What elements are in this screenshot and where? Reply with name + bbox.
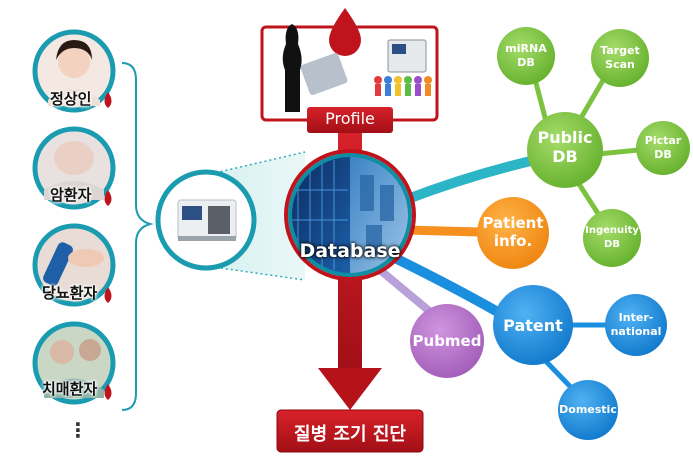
patient-label-cancer: 암환자: [50, 186, 92, 204]
patient-info-node: [477, 197, 549, 269]
patient-circle-dementia: [32, 321, 116, 405]
international-node: [605, 294, 667, 356]
blood-drop-icon: [104, 384, 112, 400]
diagnosis-box: [276, 409, 424, 453]
blood-drop-icon: [329, 8, 361, 56]
patent-label: Patent: [503, 316, 563, 335]
international-label-line1: Inter-: [618, 311, 654, 324]
people-figures-icon: [374, 76, 432, 96]
patient-circle-cancer: [32, 126, 116, 210]
patent-node: [493, 285, 573, 365]
patient-info-label-line1: Patient: [482, 214, 544, 232]
blood-drop-icon: [104, 92, 112, 108]
patient-label-dementia: 치매환자: [42, 380, 98, 398]
more-indicator: ⋮: [68, 418, 88, 442]
mirna-db-label-line1: miRNA: [505, 42, 547, 55]
flow-arrow-head: [318, 368, 382, 410]
blood-drop-icon: [104, 287, 112, 303]
international-label-line2: national: [610, 325, 662, 338]
mirna-db-label-line2: DB: [517, 56, 535, 69]
patient-circle-diabetes: [32, 223, 116, 307]
patient-circle-normal: [32, 29, 116, 113]
targetscan-label-line1: Target: [600, 44, 640, 57]
ingenuity-db-label-line1: Ingenuity: [585, 225, 639, 236]
pictar-db-node: [636, 121, 690, 175]
database-circle: [284, 149, 416, 281]
ingenuity-db-label: Ingenuity DB: [582, 224, 642, 252]
targetscan-label-line2: Scan: [605, 58, 635, 71]
blood-drop-icon: [104, 190, 112, 206]
public-db-label: Public DB: [525, 128, 605, 166]
pictar-db-label-line2: DB: [654, 148, 672, 161]
patient-column: [32, 29, 116, 405]
public-db-label-line2: DB: [552, 147, 578, 166]
domestic-label: Domestic: [559, 403, 617, 416]
mirna-db-node: [497, 27, 555, 85]
profile-label: Profile: [325, 109, 375, 128]
patient-label-normal: 정상인: [50, 90, 92, 108]
profile-box: [260, 8, 439, 133]
targetscan-label: Target Scan: [590, 44, 650, 72]
pubmed-node: [410, 304, 484, 378]
diagnosis-label: 질병 조기 진단: [294, 424, 406, 445]
targetscan-node: [591, 29, 649, 87]
patent-cluster: [493, 285, 667, 440]
public-db-node: [527, 112, 603, 188]
mirna-db-label: miRNA DB: [496, 42, 556, 70]
ingenuity-db-node: [583, 209, 641, 267]
ingenuity-db-label-line2: DB: [604, 239, 620, 250]
database-label: Database: [299, 240, 401, 262]
person-silhouette-icon: [282, 24, 302, 112]
public-db-label-line1: Public: [537, 128, 593, 147]
sequencer-circle: [155, 169, 257, 271]
patient-info-label: Patient info.: [477, 214, 549, 250]
patient-bracket: [121, 62, 154, 411]
pictar-db-label-line1: Pictar: [644, 134, 682, 147]
patient-info-label-line2: info.: [493, 232, 533, 250]
public-db-cluster: [497, 27, 690, 267]
patient-label-diabetes: 당뇨환자: [42, 284, 98, 302]
international-label: Inter- national: [605, 311, 667, 339]
pictar-db-label: Pictar DB: [636, 134, 690, 162]
domestic-node: [558, 380, 618, 440]
pubmed-label: Pubmed: [412, 332, 482, 350]
